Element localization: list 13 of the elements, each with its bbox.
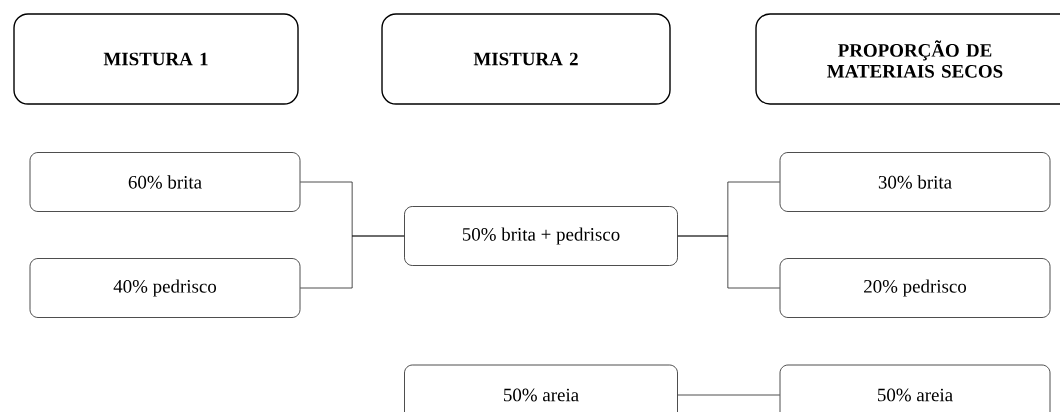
item-box: 60% brita (29, 152, 301, 212)
item-box: 20% pedrisco (779, 258, 1051, 318)
item-box: 40% pedrisco (29, 258, 301, 318)
item-box: 30% brita (779, 152, 1051, 212)
connector-line (677, 394, 780, 396)
item-box: 50% brita + pedrisco (404, 206, 678, 266)
header-box: MISTURA 2 (381, 13, 671, 105)
header-box: PROPORÇÃO DE MATERIAIS SECOS (755, 13, 1060, 105)
connector-line (300, 235, 405, 289)
item-box: 50% areia (404, 364, 678, 412)
item-box: 50% areia (779, 364, 1051, 412)
header-box: MISTURA 1 (13, 13, 299, 105)
connector-line (677, 235, 780, 289)
